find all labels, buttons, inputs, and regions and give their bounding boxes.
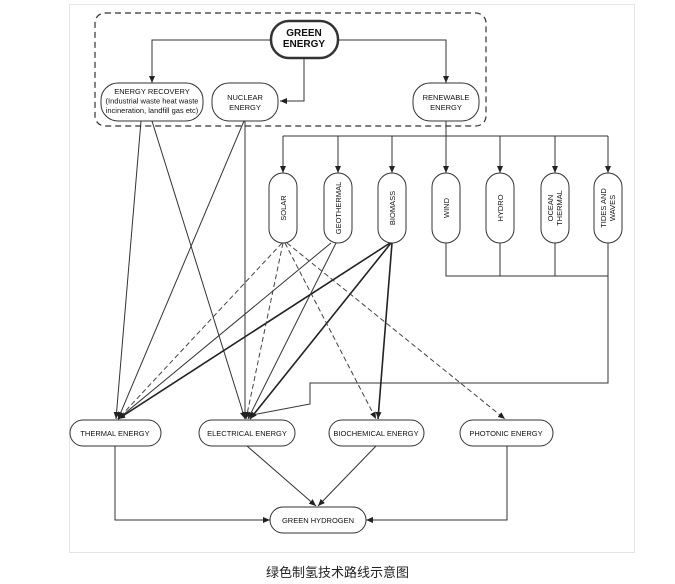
node-ocean-thermal [540, 172, 570, 244]
node-wind [431, 172, 461, 244]
energy-recovery-label-2: (Industrial waste heat waste [106, 97, 199, 106]
node-solar [268, 172, 298, 244]
edge-geothermal-to-electrical [247, 242, 337, 420]
node-tides-waves [593, 172, 623, 244]
figure-frame [69, 4, 635, 553]
hydro-label: HYDRO [496, 194, 505, 221]
edge-green-to-recovery [149, 39, 271, 83]
node-energy-recovery [100, 82, 204, 122]
node-green-hydrogen [269, 506, 367, 534]
edge-wind-collect [445, 243, 609, 277]
node-nuclear-energy [211, 82, 279, 122]
edge-green-to-renewable [338, 39, 449, 83]
edge-thermal-to-hydrogen [114, 446, 270, 523]
energy-recovery-label-3: incineration, landfill gas etc) [106, 106, 199, 115]
biomass-label: BIOMASS [388, 191, 397, 225]
thermal-energy-label: THERMAL ENERGY [80, 429, 149, 438]
edge-green-to-nuclear [280, 58, 305, 104]
svg-text:TIDES ANDWAVES: TIDES ANDWAVES [599, 188, 617, 228]
edge-nuclear-to-thermal [117, 120, 245, 420]
green-hydrogen-label: GREEN HYDROGEN [282, 516, 354, 525]
edge-recovery-to-electrical [151, 120, 246, 420]
nuclear-label-1: NUCLEAR [227, 93, 263, 102]
edge-collect-to-electrical [246, 276, 609, 417]
edge-biochemical-to-hydrogen [317, 445, 377, 507]
edge-biomass-to-electrical [249, 242, 392, 420]
electrical-energy-label: ELECTRICAL ENERGY [207, 429, 287, 438]
node-photonic-energy [459, 419, 554, 447]
photonic-energy-label: PHOTONIC ENERGY [469, 429, 542, 438]
edge-photonic-to-hydrogen [366, 446, 508, 523]
figure-caption: 绿色制氢技术路线示意图 [265, 566, 409, 581]
energy-recovery-label-1: ENERGY RECOVERY [114, 87, 190, 96]
node-geothermal [323, 172, 353, 244]
edge-recovery-to-thermal [113, 120, 142, 420]
node-biochemical-energy [328, 419, 425, 447]
svg-text:ENERGY RECOVERY(Industrial was: ENERGY RECOVERY(Industrial waste heat wa… [106, 87, 199, 115]
nuclear-label-2: ENERGY [229, 103, 261, 112]
node-green-energy [269, 19, 340, 60]
edge-solar-to-thermal [117, 242, 283, 420]
node-biomass [377, 172, 407, 244]
node-electrical-energy [198, 419, 296, 447]
edge-solar-to-photonic [286, 242, 506, 420]
tides-label-1: TIDES AND [599, 188, 608, 228]
edge-electrical-to-hydrogen [246, 445, 317, 507]
edge-geothermal-to-thermal [117, 242, 332, 420]
edge-biomass-to-biochemical [375, 242, 393, 420]
biochemical-energy-label: BIOCHEMICAL ENERGY [333, 429, 418, 438]
renewable-label-2: ENERGY [430, 103, 462, 112]
green-energy-label-2: ENERGY [283, 39, 326, 50]
edge-solar-to-biochemical [284, 242, 377, 420]
node-hydro [485, 172, 515, 244]
edge-biomass-to-thermal [117, 242, 391, 420]
node-thermal-energy [69, 419, 162, 447]
solar-label: SOLAR [279, 195, 288, 221]
wind-label: WIND [442, 197, 451, 218]
green-energy-label-1: GREEN [286, 28, 322, 39]
renewable-label-1: RENEWABLE [423, 93, 470, 102]
ocean-label-1: OCEAN [546, 195, 555, 222]
ocean-label-2: THERMAL [555, 190, 564, 226]
edge-renewable-bus [283, 121, 608, 137]
svg-text:OCEANTHERMAL: OCEANTHERMAL [546, 190, 564, 226]
node-renewable-energy [412, 82, 480, 122]
edge-solar-to-electrical [244, 242, 284, 420]
geothermal-label: GEOTHERMAL [334, 182, 343, 235]
tides-label-2: WAVES [608, 195, 617, 221]
green-energy-group-boundary [94, 12, 487, 127]
